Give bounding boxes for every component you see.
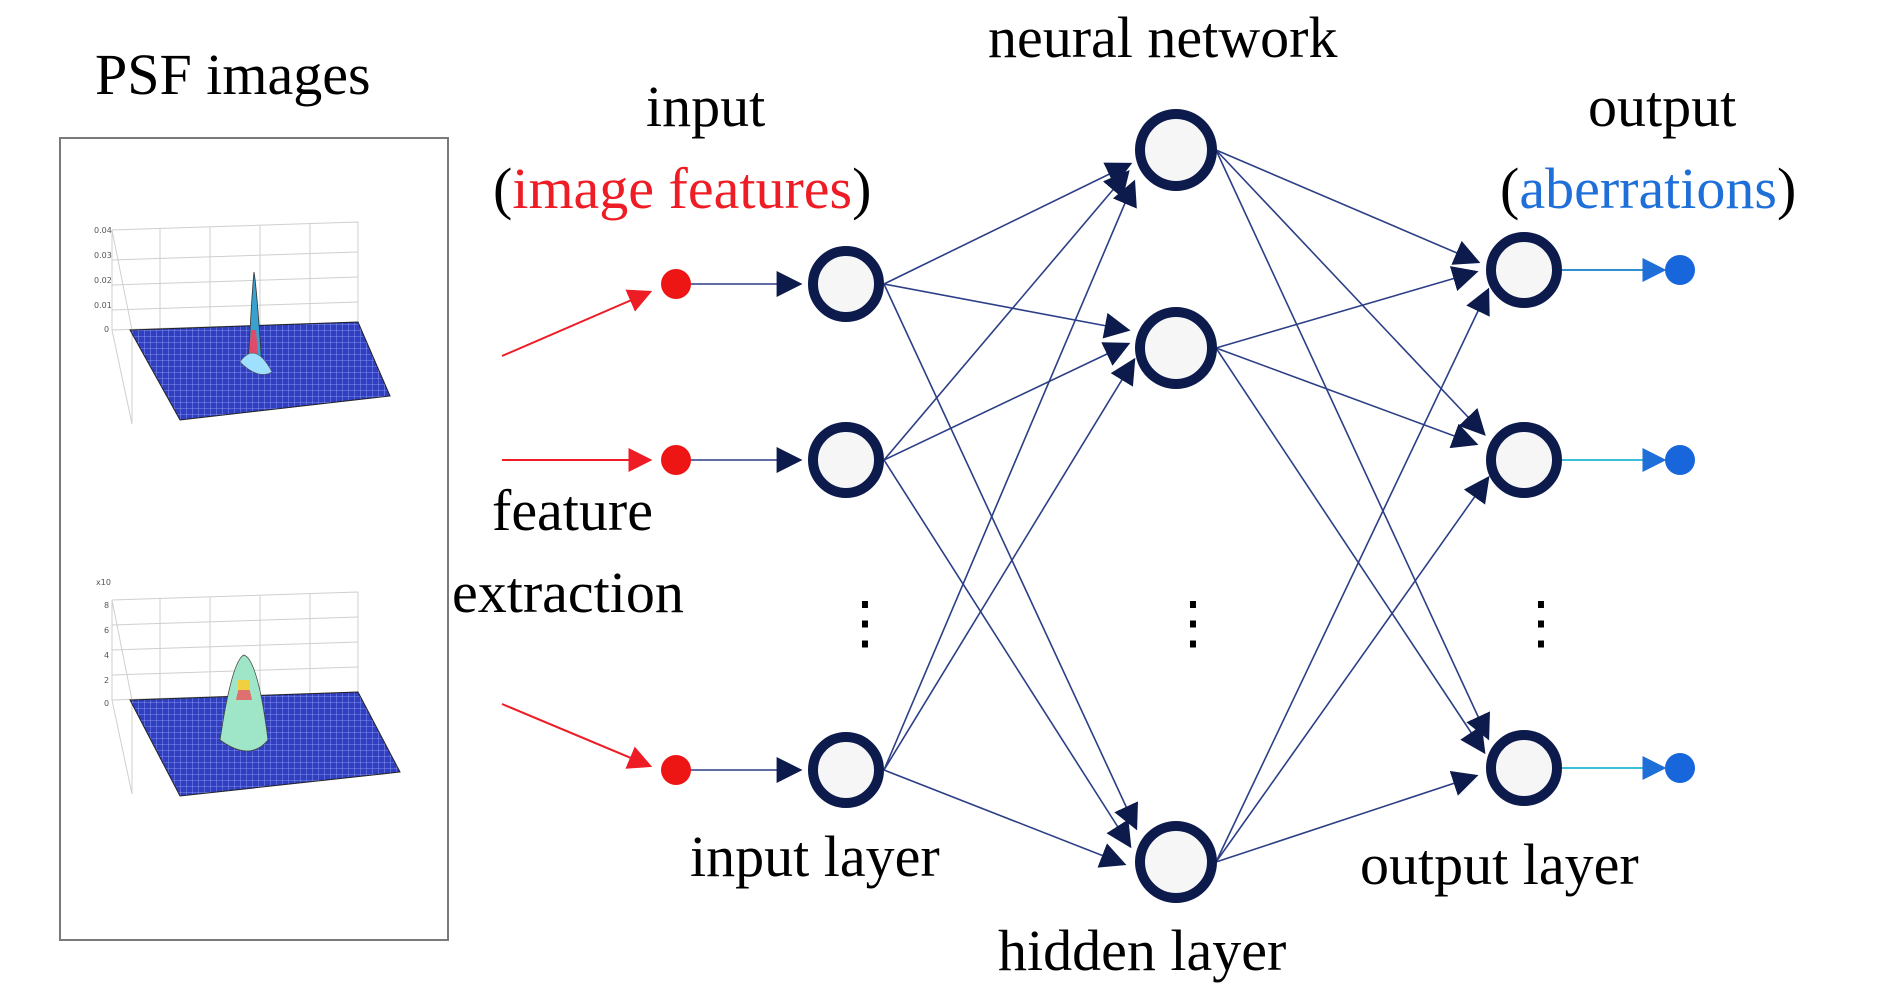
svg-text:8: 8 (104, 601, 109, 610)
input-hidden-edge (883, 342, 1131, 461)
aberration-dots (1665, 255, 1695, 783)
input-node (808, 246, 884, 322)
svg-text:2: 2 (104, 676, 109, 685)
hidden-node (1135, 821, 1217, 903)
input-hidden-edge (883, 459, 1132, 849)
svg-text:0.04: 0.04 (94, 226, 112, 235)
input-hidden-edge (883, 162, 1133, 285)
hidden-output-edge (1215, 149, 1481, 265)
hidden-layer-label: hidden layer (998, 918, 1286, 983)
svg-text:4: 4 (104, 651, 109, 660)
input-layer-ellipsis: ⋮ (836, 590, 894, 655)
aberration-dot (1665, 753, 1695, 783)
input-paren-close: ) (852, 156, 871, 221)
output-heading: output (1588, 74, 1736, 139)
psf-plot-1: 0.04 0.03 0.02 0.01 0 (94, 221, 391, 425)
output-aberrations-label: (aberrations) (1500, 156, 1796, 221)
hidden-output-edge (1215, 287, 1490, 863)
svg-text:0: 0 (104, 325, 109, 334)
output-layer-ellipsis: ⋮ (1512, 590, 1570, 655)
output-node (1486, 422, 1562, 498)
output-paren-open: ( (1500, 156, 1519, 221)
input-layer-label: input layer (690, 824, 940, 889)
feature-dot (661, 445, 691, 475)
svg-text:x10: x10 (96, 578, 111, 587)
input-node (808, 422, 884, 498)
hidden-output-edge (1215, 149, 1490, 741)
output-node (1486, 232, 1562, 308)
network-edges (676, 149, 1667, 868)
input-paren-open: ( (493, 156, 512, 221)
feature-label: feature (492, 478, 653, 543)
output-node (1486, 730, 1562, 806)
svg-text:0.02: 0.02 (94, 276, 112, 285)
image-features-text: image features (512, 156, 852, 221)
input-features-label: (image features) (493, 156, 871, 221)
input-heading: input (646, 74, 765, 139)
hidden-layer-nodes (1135, 109, 1217, 903)
output-layer-nodes (1486, 232, 1562, 806)
feature-dots (661, 269, 691, 785)
feature-extraction-arrows (501, 289, 653, 769)
hidden-output-edge (1215, 347, 1486, 755)
aberration-dot (1665, 445, 1695, 475)
feature-arrow-1 (501, 289, 653, 357)
hidden-output-edge (1215, 771, 1479, 863)
input-hidden-edge (883, 769, 1127, 868)
input-node (808, 732, 884, 808)
input-hidden-edge (883, 170, 1130, 461)
feature-dot (661, 269, 691, 299)
feature-arrow-3 (501, 703, 653, 769)
svg-text:0.03: 0.03 (94, 251, 112, 260)
hidden-layer-ellipsis: ⋮ (1164, 590, 1222, 655)
hidden-output-edge (1215, 266, 1479, 349)
svg-text:0.01: 0.01 (94, 301, 112, 310)
psf-images-frame (59, 137, 449, 941)
hidden-output-edge (1215, 347, 1479, 449)
neural-network-title: neural network (988, 5, 1337, 70)
aberrations-text: aberrations (1519, 156, 1777, 221)
input-hidden-edge (883, 283, 1138, 831)
input-hidden-edge (883, 179, 1137, 771)
feature-dot (661, 755, 691, 785)
hidden-node (1135, 307, 1217, 389)
hidden-output-edge (1215, 475, 1490, 863)
output-paren-close: ) (1777, 156, 1796, 221)
extraction-label: extraction (452, 560, 684, 625)
input-hidden-edge (883, 357, 1136, 771)
aberration-dot (1665, 255, 1695, 285)
psf-images-title: PSF images (95, 42, 371, 107)
svg-text:6: 6 (104, 626, 109, 635)
input-layer-nodes (808, 246, 884, 808)
svg-text:0: 0 (104, 699, 109, 708)
output-layer-label: output layer (1360, 832, 1639, 897)
input-hidden-edge (883, 283, 1131, 339)
psf-plot-2: x10 8 6 4 2 0 (96, 578, 401, 797)
hidden-output-edge (1215, 149, 1486, 436)
hidden-node (1135, 109, 1217, 191)
